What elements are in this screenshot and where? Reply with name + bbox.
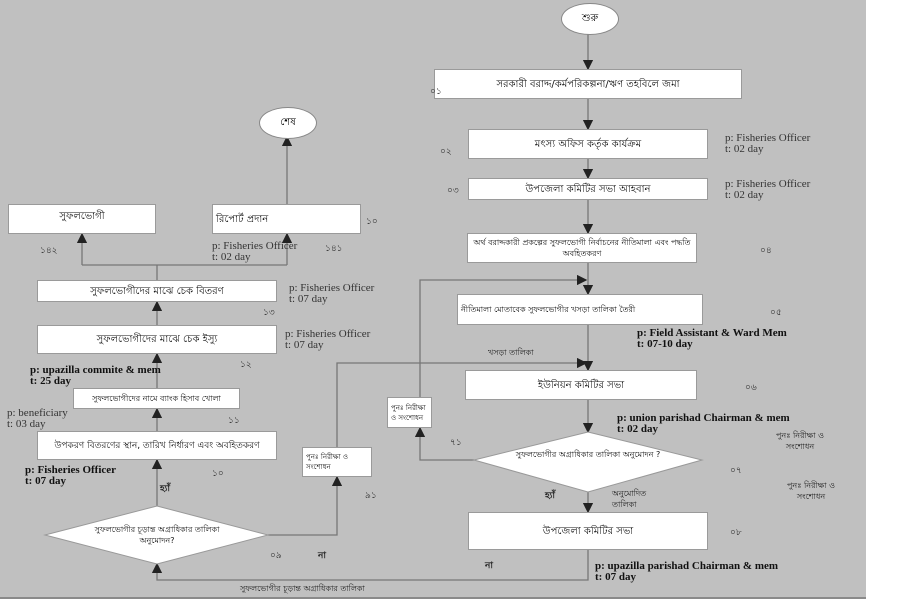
step-06: ইউনিয়ন কমিটির সভা xyxy=(465,370,697,400)
step-note-p: p: Field Assistant & Ward Mem xyxy=(637,327,787,339)
approved-list-label: অনুমোদিত তালিকা xyxy=(612,489,647,509)
recheck-box-2: পুনঃ নিরীক্ষা ও সংশোধন xyxy=(302,447,372,477)
step-note-t: t: 02 day xyxy=(725,143,764,155)
final-list-label: সুফলভোগীর চূড়ান্ত অগ্রাধিকার তালিকা xyxy=(240,584,365,593)
step-note-t: t: 07 day xyxy=(289,293,328,305)
yes-label: হ্যাঁ xyxy=(545,491,555,501)
decision-09-text: সুফলভোগীর চূড়ান্ত অগ্রাধিকার তালিকা অনু… xyxy=(94,525,220,545)
recheck-box-1: পুনঃ নিরীক্ষা ও সংশোধন xyxy=(387,397,432,428)
step-note-p: p: beneficiary xyxy=(7,407,68,419)
connector-lines xyxy=(43,33,704,581)
step-note-t: t: 07 day xyxy=(285,339,324,351)
step-08: উপজেলা কমিটির সভা xyxy=(468,512,708,550)
step-number: ০৮ xyxy=(730,528,742,538)
step-number: ১৪১ xyxy=(325,244,343,254)
step-number: ০৪ xyxy=(760,246,772,256)
step-note-p: p: union parishad Chairman & mem xyxy=(617,412,790,424)
step-number: ০১ xyxy=(430,87,442,97)
step-note-t: t: 03 day xyxy=(7,418,46,430)
step-number: ১০ xyxy=(366,217,378,227)
flowchart-canvas: শুরু শেষ সরকারী বরাদ্দ/কর্মপরিকল্পনা/ঋণ … xyxy=(0,0,866,599)
step-note-p: p: Fisheries Officer xyxy=(285,328,371,340)
step-note-t: t: 02 day xyxy=(725,189,764,201)
step-number: ০২ xyxy=(440,147,452,157)
step-note-p: p: Fisheries Officer xyxy=(725,132,811,144)
end-node: শেষ xyxy=(259,107,317,139)
step-note-p: p: Fisheries Officer xyxy=(212,240,298,252)
yes-label: হ্যাঁ xyxy=(160,484,170,494)
step-number: ০৩ xyxy=(447,186,459,196)
step-05: নীতিমালা মোতাবেক সুফলভোগীর খসড়া তালিকা … xyxy=(457,294,703,325)
step-note-t: t: 07 day xyxy=(595,571,636,583)
step-number: ১১ xyxy=(228,416,240,426)
step-number: ০৯ xyxy=(270,551,282,561)
step-01: সরকারী বরাদ্দ/কর্মপরিকল্পনা/ঋণ তহবিলে জম… xyxy=(434,69,742,99)
step-03: উপজেলা কমিটির সভা আহবান xyxy=(468,178,708,200)
no-label: না xyxy=(485,561,493,571)
step-note-p: p: upazilla commite & mem xyxy=(30,364,161,376)
no-label: না xyxy=(318,551,326,561)
step-number: ০৭ xyxy=(730,466,742,476)
step-10: উপকরণ বিতরণের স্থান, তারিখ নির্ধারণ এবং … xyxy=(37,431,277,460)
step-note-p: p: upazilla parishad Chairman & mem xyxy=(595,560,779,572)
step-note-t: t: 25 day xyxy=(30,375,71,387)
decision-diamond-09 xyxy=(43,505,270,565)
step-beneficiary: সুফলভোগী xyxy=(8,204,156,234)
step-number: ১০ xyxy=(212,469,224,479)
step-number: ০৫ xyxy=(770,308,782,318)
step-number: ১৪২ xyxy=(40,246,58,256)
step-number: ১৩ xyxy=(263,308,275,318)
step-note-t: t: 07 day xyxy=(25,475,66,487)
step-13: সুফলভোগীদের মাঝে চেক বিতরণ xyxy=(37,280,277,302)
step-number: ০৬ xyxy=(745,383,757,393)
recheck-label: পুনঃ নিরীক্ষা ও সংশোধন xyxy=(776,431,824,451)
step-02: মৎস্য অফিস কর্তৃক কার্যক্রম xyxy=(468,129,708,159)
branch-number: ৭১ xyxy=(450,438,462,448)
branch-number: ৯১ xyxy=(365,491,377,501)
step-note-t: t: 07-10 day xyxy=(637,338,693,350)
recheck-label: পুনঃ নিরীক্ষা ও সংশোধন xyxy=(787,481,835,501)
step-note-p: p: Fisheries Officer xyxy=(289,282,375,294)
step-number: ১২ xyxy=(240,360,252,370)
step-11: সুফলভোগীদের নামে ব্যাংক হিসাব খোলা xyxy=(73,388,240,409)
step-note-t: t: 02 day xyxy=(617,423,658,435)
step-note-p: p: Fisheries Officer xyxy=(25,464,117,476)
step-report: রিপোর্ট প্রদান xyxy=(212,204,361,234)
start-node: শুরু xyxy=(561,3,619,35)
step-04: অর্থ বরাদ্দকারী প্রকল্পের সুফলভোগী নির্ব… xyxy=(467,233,697,263)
step-note-t: t: 02 day xyxy=(212,251,251,263)
step-note-p: p: Fisheries Officer xyxy=(725,178,811,190)
step-12: সুফলভোগীদের মাঝে চেক ইস্যু xyxy=(37,325,277,354)
decision-07-text: সুফলভোগীর অগ্রাধিকার তালিকা অনুমোদন ? xyxy=(515,450,661,459)
draft-list-label: খসড়া তালিকা xyxy=(488,348,534,357)
decision-diamond-07 xyxy=(472,431,704,493)
